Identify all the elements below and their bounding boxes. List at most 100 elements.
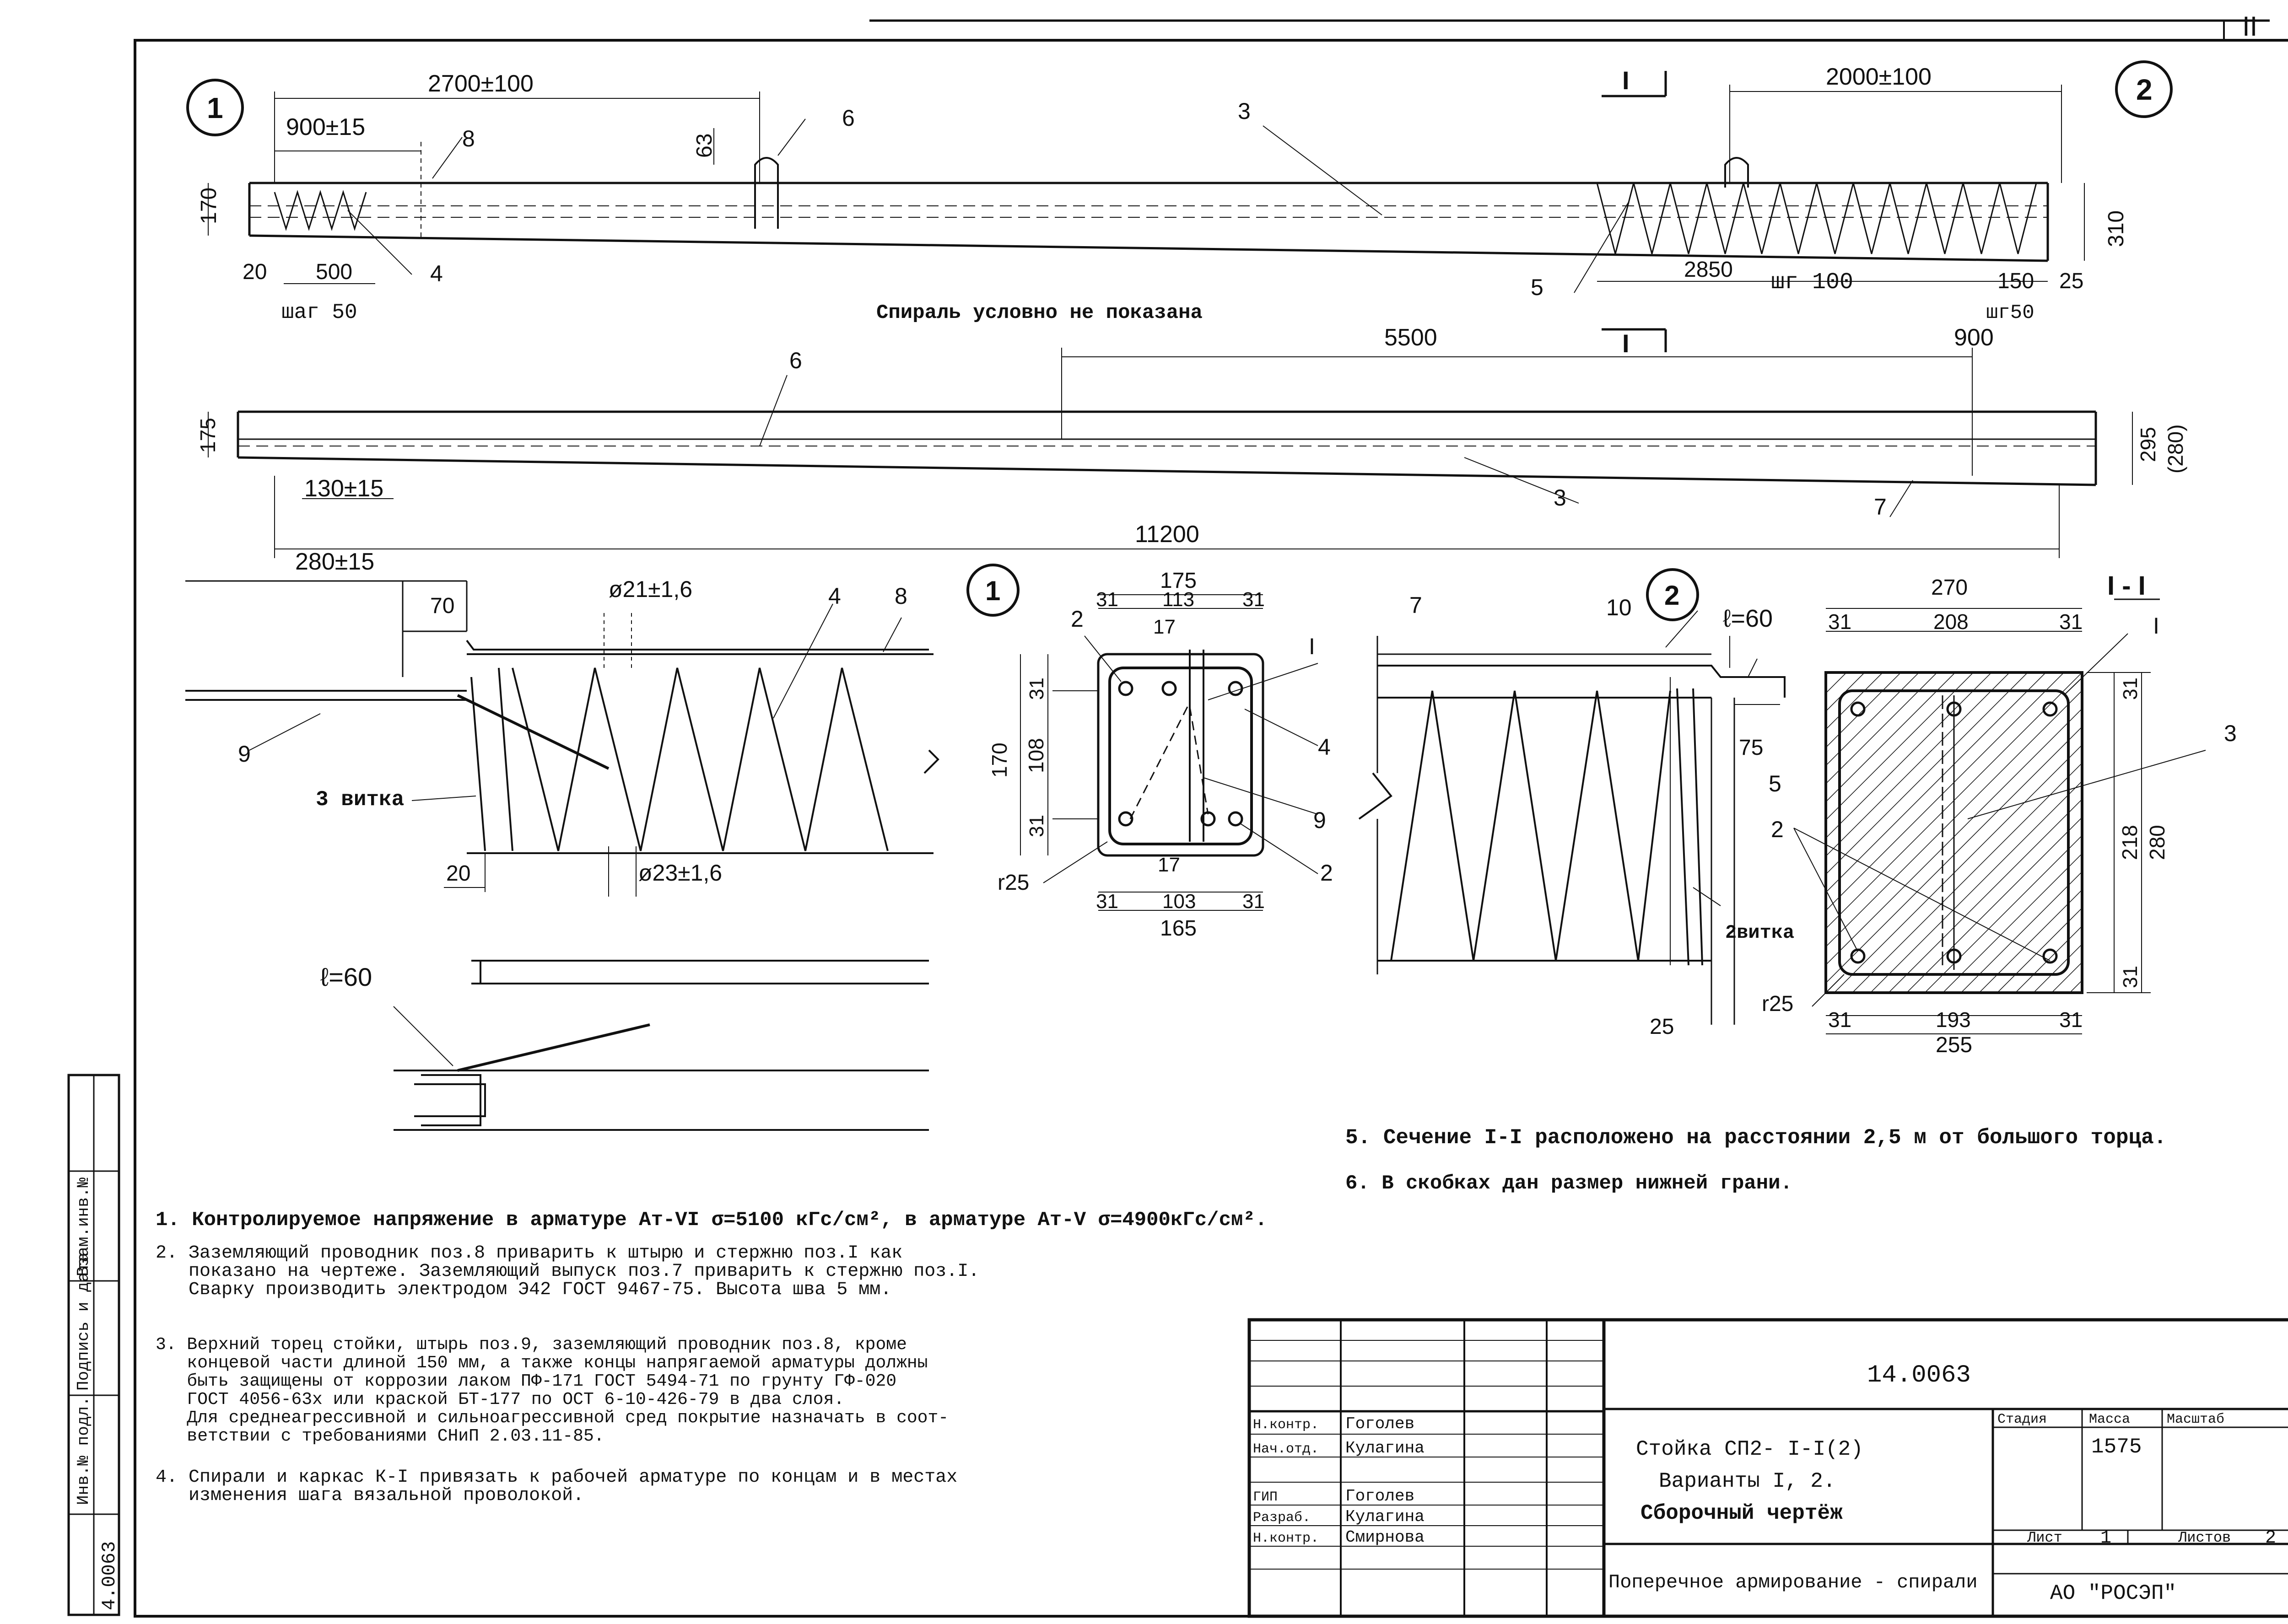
pos-3-view2: 3 [1554,485,1566,511]
pos-6-view1: 6 [842,105,855,131]
pos-4-view1: 4 [430,261,443,286]
stamp-number: 4.0063 [98,1541,120,1610]
section-mark-bottom: I [1622,329,1630,358]
dim-295: 295 [2136,427,2160,462]
section-1 [1020,594,1318,911]
sheet-frame [134,39,2288,1618]
dim-280-bracket: (280) [2164,425,2187,473]
view-2-elevation [208,348,2133,558]
view-1-elevation [208,71,2085,352]
detail1-dim-20: 20 [446,861,470,886]
section1-dim-17b: 17 [1158,854,1180,876]
sectionII-dim-top-mid: 208 [1933,610,1969,634]
section1-dim-108: 108 [1024,738,1048,773]
sheets-label: Листов [2178,1529,2231,1546]
detail1-dim-d21: ø21±1,6 [609,576,692,602]
subtitle: Поперечное армирование - спирали [1608,1571,1978,1593]
dim-170: 170 [197,188,221,224]
sectionII-dim-top-right: 31 [2059,610,2083,634]
section1-dim-bottom-mid: 103 [1162,890,1196,913]
spiral-note: Спираль условно не показана [876,301,1203,324]
role-2: Нач.отд. [1253,1441,1319,1457]
side-stamp [67,1074,120,1616]
dim-280-15: 280±15 [295,549,374,575]
name-4: Кулагина [1345,1507,1425,1526]
stamp-replace: Взам.инв.№ [74,1178,93,1276]
section1-dim-bottom-left: 31 [1096,890,1118,913]
section1-dim-top-left: 31 [1096,588,1118,611]
dim-175-view2: 175 [196,418,220,453]
sectionII-dim-31b: 31 [2119,966,2142,988]
org: АО "РОСЭП" [2050,1581,2176,1605]
product-title-1: Стойка СП2- I-I(2) [1636,1437,1863,1461]
detail1-turns: 3 витка [316,788,404,812]
sectionII-dim-255: 255 [1936,1033,1972,1057]
section1-dim-31b: 31 [1025,815,1048,837]
badge-2-label: 2 [2136,73,2153,106]
section1-pos-9: 9 [1313,807,1326,833]
section1-dim-bottom-right: 31 [1242,890,1265,913]
product-title-2: Варианты I, 2. [1659,1469,1835,1493]
detail1-pos-8: 8 [895,583,907,609]
note-5: 5. Сечение I-I расположено на расстоянии… [1345,1126,2167,1150]
detail2-lw: ℓ=60 [1723,605,1773,632]
role-5: Н.контр. [1253,1531,1319,1546]
pos-6-view2: 6 [789,348,802,373]
section1-dim-top-mid: 113 [1162,588,1194,611]
sheets-total: 2 [2265,1528,2276,1549]
mass-value: 1575 [2091,1435,2142,1459]
note-1: 1. Контролируемое напряжение в арматуре … [156,1209,1268,1231]
note-4: 4. Спирали и каркас К-I привязать к рабо… [156,1467,958,1506]
section1-dim-170: 170 [988,742,1011,778]
name-5: Смирнова [1345,1528,1425,1547]
sectionII-title: I - I [2107,571,2146,601]
section1-dim-175: 175 [1160,569,1197,593]
note-2: 2. Заземляющий проводник поз.8 приварить… [156,1243,980,1300]
head-mass: Масса [2089,1412,2130,1427]
dim-150: 150 [1997,269,2034,293]
step-50b: шг50 [1986,301,2034,324]
sectionII-dim-bottom-mid: 193 [1936,1008,1971,1032]
role-3: ГИП [1253,1490,1278,1505]
sectionII-dim-280: 280 [2145,825,2169,860]
dim-130: 130±15 [304,475,383,502]
sectionII-dim-31a: 31 [2119,678,2142,700]
section1-pos-I: I [1309,634,1315,659]
section1-radius: r25 [998,871,1029,895]
section1-pos-2b: 2 [1320,860,1333,886]
detail2-dim-25: 25 [1650,1015,1674,1039]
pos-8-view1: 8 [462,126,475,151]
badge-1-circle [186,79,244,136]
product-title-3: Сборочный чертёж [1640,1501,1843,1525]
detail2-badge: 2 [1664,580,1679,611]
title-block [1247,1318,2288,1618]
dim-2000: 2000±100 [1826,64,1932,90]
dim-63: 63 [692,134,717,158]
pos-7-view2: 7 [1874,494,1887,520]
section-mark-top: I [1622,66,1630,95]
note-3: 3. Верхний торец стойки, штырь поз.9, за… [156,1335,949,1446]
section1-dim-31a: 31 [1025,678,1048,700]
detail1-pos-4: 4 [828,583,841,609]
dim-500: 500 [316,260,352,284]
head-stage: Стадия [1997,1412,2047,1427]
sectionII-dim-top-left: 31 [1828,610,1851,634]
doc-number: 14.0063 [1867,1361,1971,1389]
section1-badge-circle [966,564,1020,617]
section1-dim-165: 165 [1160,916,1197,941]
section1-dim-top-right: 31 [1242,588,1265,611]
detail2-pos-5: 5 [1769,771,1781,796]
section1-dim-17a: 17 [1153,616,1176,638]
sheet-no: 1 [2100,1528,2111,1549]
dim-2850: 2850 [1684,258,1733,282]
sectionII-dim-218: 218 [2118,825,2142,860]
sectionII-dim-270: 270 [1931,575,1968,600]
head-scale: Масштаб [2167,1412,2224,1427]
detail-1 [185,580,939,897]
dim-900-view2: 900 [1954,324,1994,351]
dim-5500: 5500 [1384,324,1437,351]
section1-badge: 1 [985,575,1000,606]
dim-20: 20 [243,260,267,284]
